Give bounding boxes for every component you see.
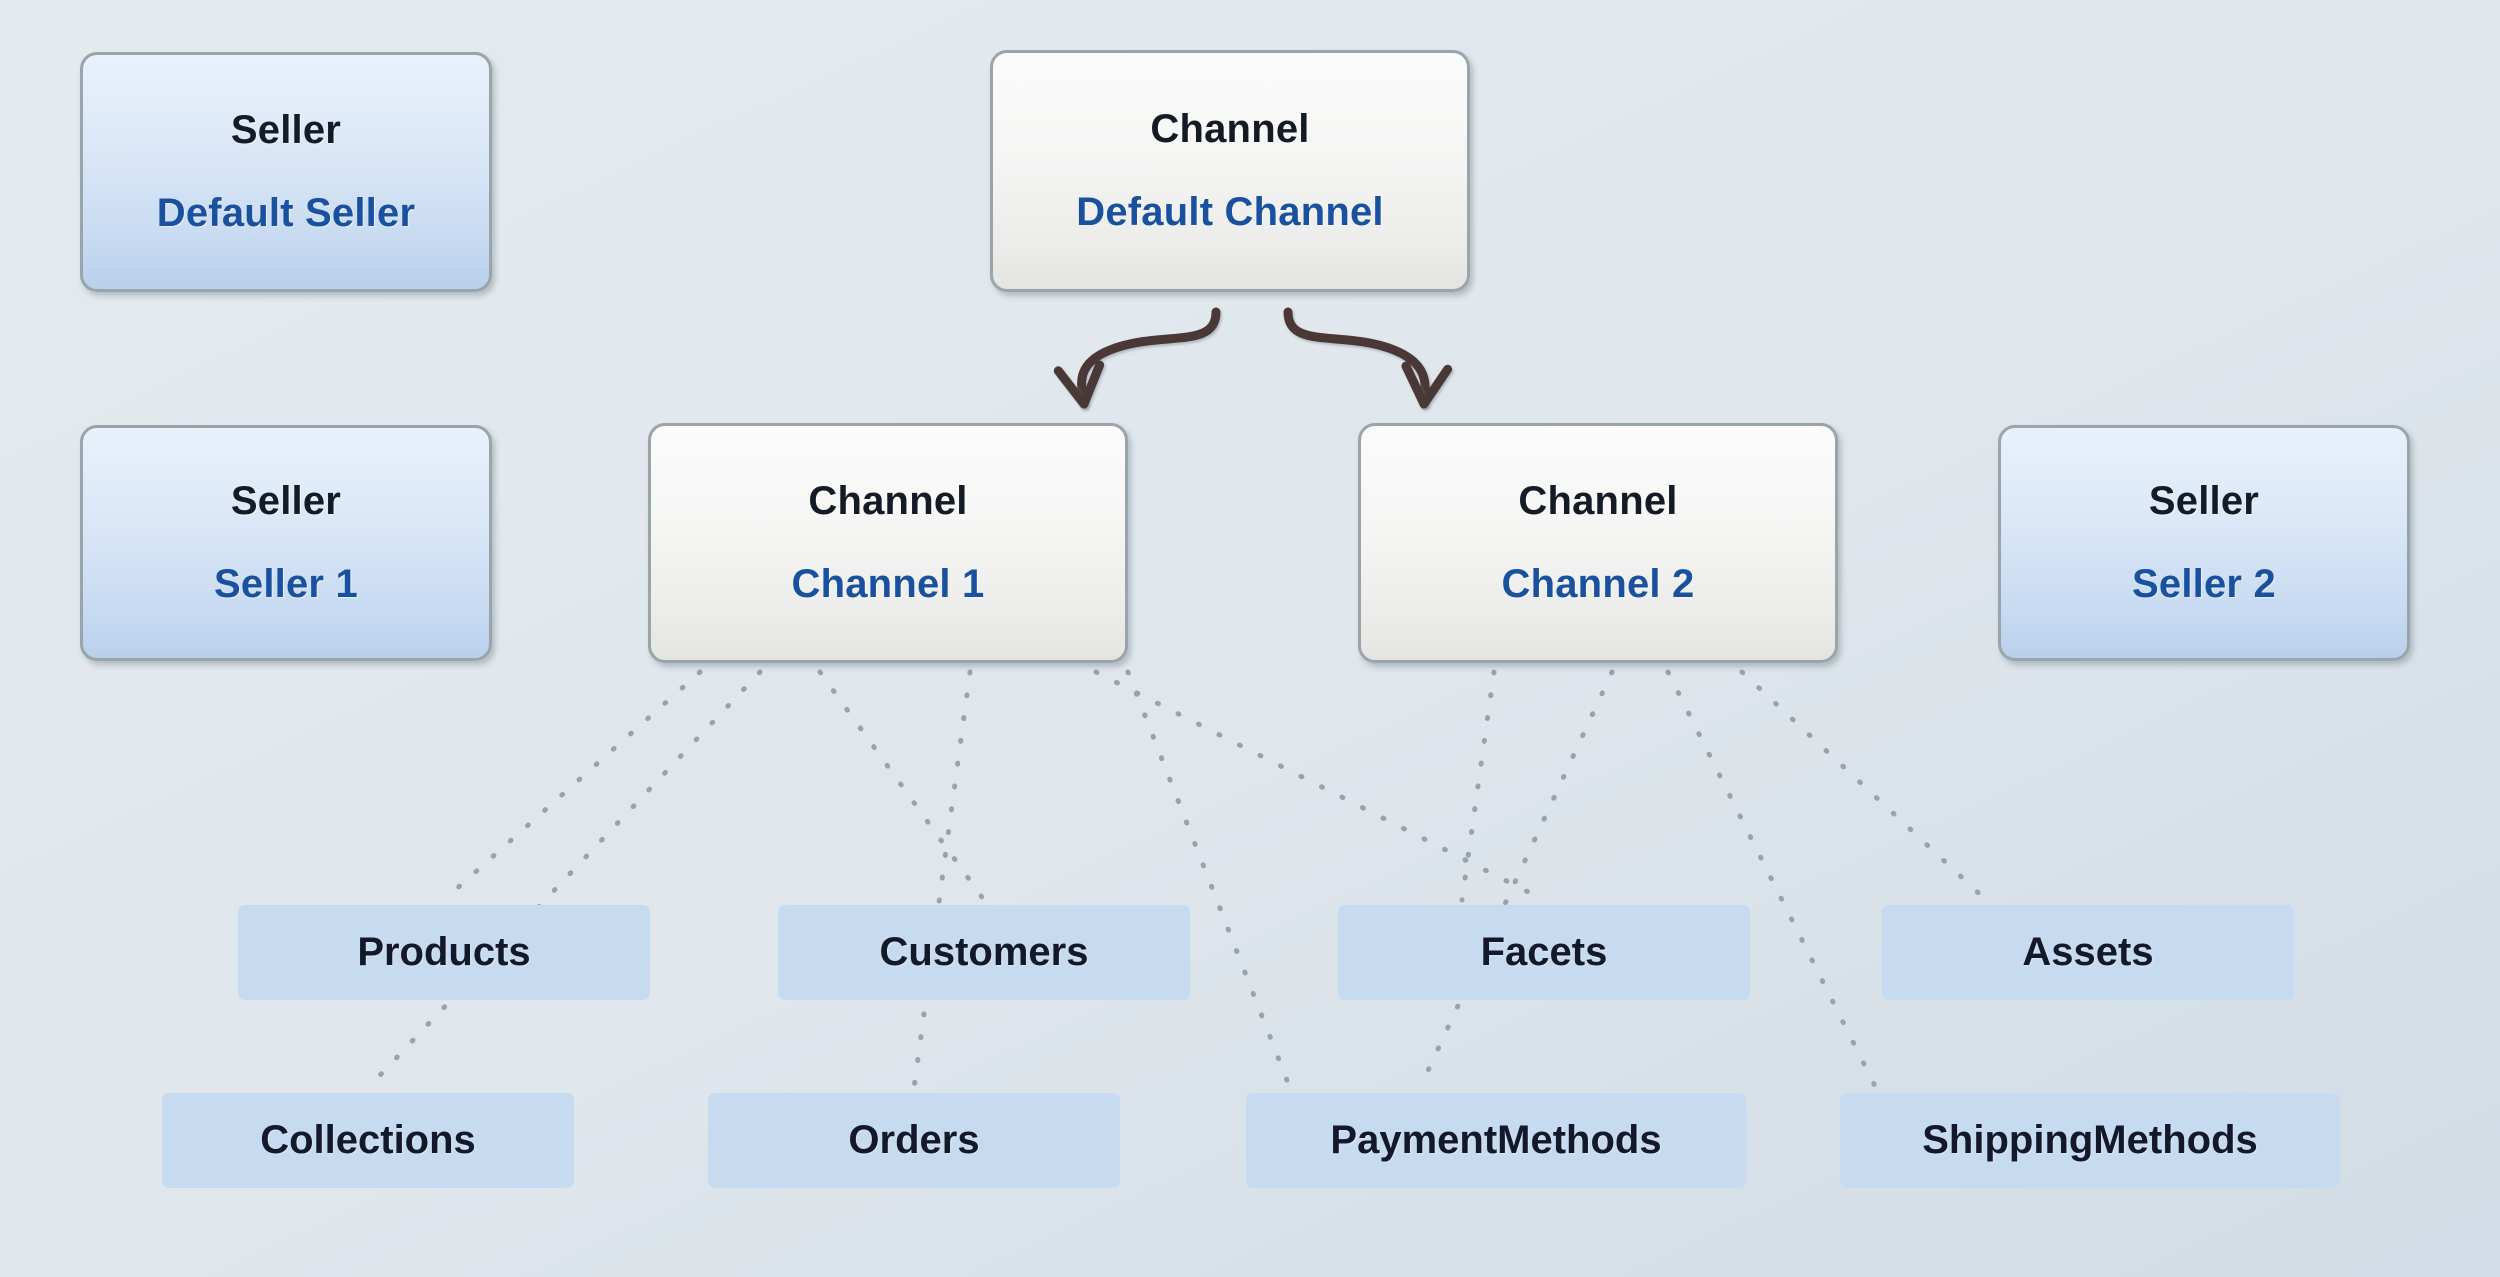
dotted-connector-channel1-collections bbox=[365, 669, 763, 1091]
entity-card-type-label: Channel bbox=[1150, 107, 1310, 151]
entity-card-name-label: Seller 1 bbox=[214, 562, 358, 606]
entity-chip-collections[interactable]: Collections bbox=[162, 1093, 574, 1188]
entity-chip-assets[interactable]: Assets bbox=[1882, 905, 2294, 1000]
arrowhead-default-channel-to-channel-1 bbox=[1053, 360, 1105, 409]
entity-card-name-label: Default Channel bbox=[1076, 190, 1384, 234]
entity-card-name-label: Default Seller bbox=[156, 191, 416, 235]
arrow-curve-default-channel-to-channel-2 bbox=[1283, 307, 1430, 409]
entity-chip-orders[interactable]: Orders bbox=[708, 1093, 1120, 1188]
dotted-connectors bbox=[365, 669, 1989, 1091]
entity-card-type-label: Channel bbox=[1518, 479, 1678, 523]
entity-card-name-label: Seller 2 bbox=[2132, 562, 2276, 606]
entity-chip-shipping-methods[interactable]: ShippingMethods bbox=[1840, 1093, 2340, 1188]
dotted-connector-channel1-orders bbox=[911, 669, 973, 1091]
dotted-connector-channel1-facets bbox=[1093, 669, 1547, 903]
dotted-connector-channel2-shippingmethods bbox=[1665, 669, 1879, 1091]
entity-card-name-label: Channel 1 bbox=[791, 562, 985, 606]
entity-card-type-label: Channel bbox=[808, 479, 968, 523]
dotted-connector-channel2-facets bbox=[1459, 669, 1497, 903]
entity-card-type-label: Seller bbox=[230, 108, 342, 152]
arrow-curve-default-channel-to-channel-1 bbox=[1077, 307, 1221, 409]
entity-card-type-label: Seller bbox=[2148, 479, 2260, 523]
entity-chip-facets[interactable]: Facets bbox=[1338, 905, 1750, 1000]
arrowhead-default-channel-to-channel-2 bbox=[1401, 361, 1453, 409]
entity-chip-customers[interactable]: Customers bbox=[778, 905, 1190, 1000]
dotted-connector-channel1-products bbox=[441, 669, 703, 903]
dotted-connector-channel1-paymentmethods bbox=[1125, 669, 1293, 1091]
dotted-connector-channel2-assets bbox=[1739, 669, 1989, 903]
arrow-connectors bbox=[1053, 307, 1453, 409]
entity-card-type-label: Seller bbox=[230, 479, 342, 523]
entity-chip-products[interactable]: Products bbox=[238, 905, 650, 1000]
dotted-connector-channel2-paymentmethods bbox=[1417, 669, 1615, 1091]
dotted-connector-channel1-customers bbox=[817, 669, 987, 903]
entity-card-name-label: Channel 2 bbox=[1501, 562, 1695, 606]
entity-chip-payment-methods[interactable]: PaymentMethods bbox=[1246, 1093, 1746, 1188]
